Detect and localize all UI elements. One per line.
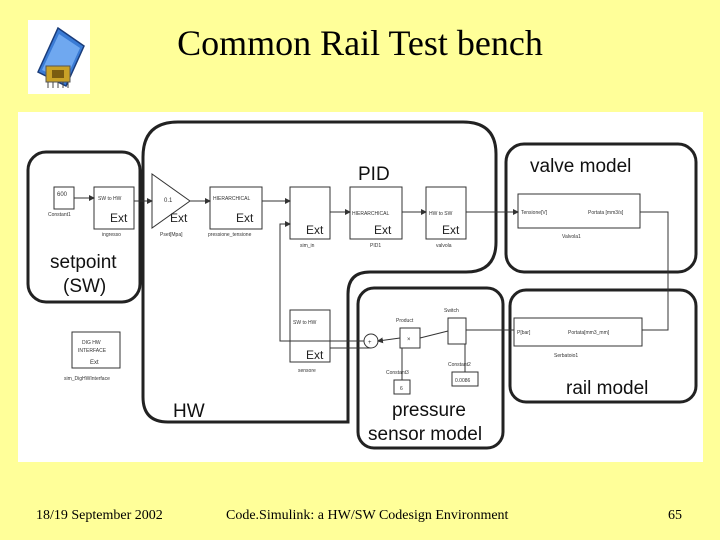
chip-logo-icon <box>28 20 90 94</box>
hw-to-sw-block[interactable] <box>425 186 467 240</box>
serbatoio1-label: Serbatoio1 <box>554 353 578 359</box>
simulink-diagram: setpoint (SW) PID valve model rail model… <box>18 112 703 462</box>
hw-to-sw-title: HW to SW <box>429 211 453 217</box>
footer-date: 18/19 September 2002 <box>36 508 163 523</box>
sw-to-hw2-title: SW to HW <box>293 320 317 326</box>
dig-hw-line2: INTERFACE <box>78 348 107 354</box>
valve-in-label: Tensione[V] <box>521 210 548 216</box>
sw-to-hw1-ext: Ext <box>110 211 128 225</box>
hier1-block[interactable] <box>209 186 263 230</box>
region-rail-model <box>508 288 698 404</box>
valve-model-label: valve model <box>530 156 631 177</box>
hier1-label: pressione_tensione <box>208 232 252 238</box>
constant3-label: Constant3 <box>386 370 409 376</box>
hw-label: HW <box>173 401 205 422</box>
gain-label: Pset[Mpa] <box>160 232 183 238</box>
dig-hw-ext: Ext <box>90 360 99 366</box>
hier2-block[interactable] <box>349 186 403 240</box>
constant3-value: 6 <box>400 386 403 392</box>
region-setpoint <box>26 150 142 304</box>
constant1-label: Constant1 <box>48 212 71 218</box>
constant1-block[interactable] <box>53 186 75 210</box>
hw-to-sw-ext: Ext <box>442 223 460 237</box>
hier1-title: HIERARCHICAL <box>213 196 250 202</box>
sim-in-ext: Ext <box>306 223 324 237</box>
sw-to-hw2-ext: Ext <box>306 348 324 362</box>
signal-lines <box>74 195 669 380</box>
valvola-label: valvola <box>436 243 452 249</box>
valve-out-label: Portata [mm3/s] <box>588 210 624 216</box>
region-valve-model <box>504 142 698 274</box>
pid-label: PID <box>358 164 390 185</box>
sum-symbol: + <box>368 340 372 346</box>
dig-hw-interface-block[interactable] <box>71 331 121 369</box>
rail-model-label: rail model <box>566 378 648 399</box>
sensore-label: sensore <box>298 368 316 374</box>
footer-title: Code.Simulink: a HW/SW Codesign Environm… <box>226 508 509 523</box>
hier2-title: HIERARCHICAL <box>352 211 389 217</box>
hier1-ext: Ext <box>236 211 254 225</box>
product-label: Product <box>396 318 414 324</box>
sw-to-hw1-title: SW to HW <box>98 196 122 202</box>
sw-to-hw2-block[interactable] <box>289 309 331 363</box>
hier2-ext: Ext <box>374 223 392 237</box>
dig-hw-label: sim_DigHWInterface <box>64 376 110 382</box>
page-number: 65 <box>668 508 682 523</box>
valvola1-label: Valvola1 <box>562 234 581 240</box>
gain-ext: Ext <box>170 211 188 225</box>
sim-in-block[interactable] <box>289 186 331 240</box>
pressure-label: pressure <box>392 400 466 421</box>
sw-to-hw1-block[interactable] <box>93 186 135 230</box>
serbatoio1-block[interactable] <box>513 317 643 347</box>
dig-hw-line1: DIG HW <box>82 340 101 346</box>
valvola1-block[interactable] <box>517 193 641 229</box>
constant2-label: Constant2 <box>448 362 471 368</box>
rail-in-label: P[bar] <box>517 330 531 336</box>
rail-out-label: Portata[mm3_mm] <box>568 330 610 336</box>
switch-block[interactable] <box>447 317 467 345</box>
sensor-model-label: sensor model <box>368 424 482 445</box>
slide-title: Common Rail Test bench <box>177 23 543 63</box>
region-pressure-sensor <box>356 286 505 450</box>
constant2-value: 0.0086 <box>455 378 471 384</box>
ingresso-label: ingresso <box>102 232 121 238</box>
constant1-value: 600 <box>57 192 68 198</box>
product-symbol: × <box>407 337 411 343</box>
region-hw <box>141 120 498 424</box>
setpoint-sw-label: (SW) <box>63 276 106 297</box>
sim-in-label: sim_in <box>300 243 315 249</box>
setpoint-label: setpoint <box>50 252 117 273</box>
switch-label: Switch <box>444 308 459 314</box>
pid1-label: PID1 <box>370 243 381 249</box>
gain-value: 0.1 <box>164 198 173 204</box>
